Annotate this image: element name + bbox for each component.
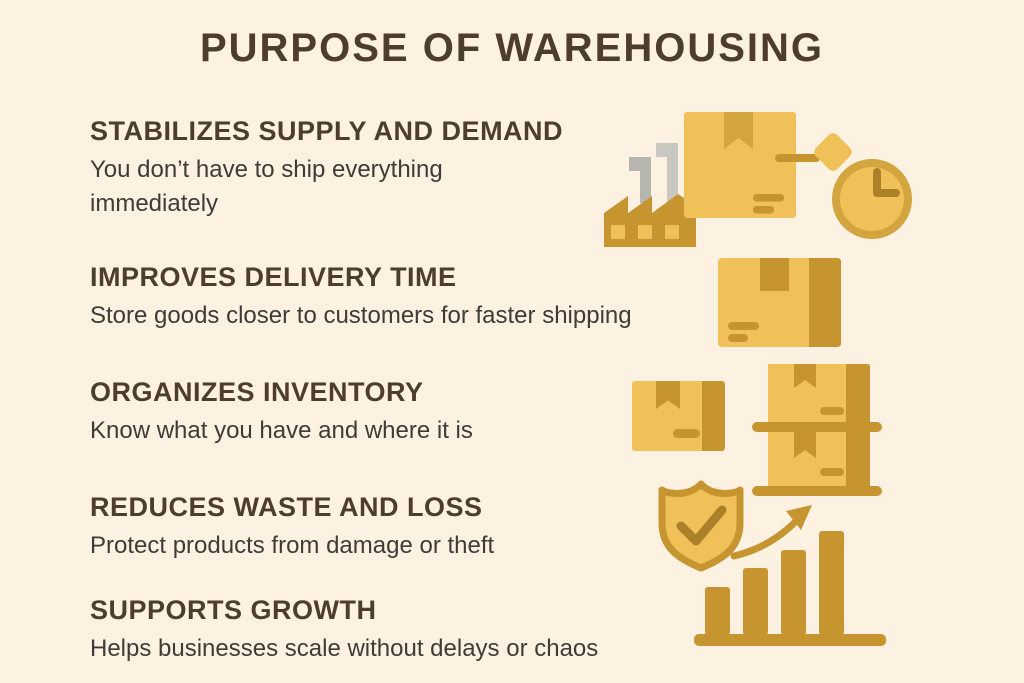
growth-arrow-icon — [730, 505, 812, 560]
section-body: Know what you have and where it is — [90, 417, 473, 445]
shipping-box-icon — [718, 258, 841, 347]
factory-icon — [604, 143, 696, 247]
section-improves: IMPROVES DELIVERY TIME Store goods close… — [90, 261, 632, 333]
section-body: You don’t have to ship everything immedi… — [90, 156, 443, 217]
shipping-box-icon — [684, 112, 796, 218]
section-body: Helps businesses scale without delays or… — [90, 635, 599, 663]
stabilizes-illustration — [604, 112, 912, 247]
section-heading: STABILIZES SUPPLY AND DEMAND — [90, 116, 564, 146]
section-heading: SUPPORTS GROWTH — [90, 595, 377, 625]
organizes-illustration — [632, 364, 882, 496]
shield-check-icon — [658, 480, 744, 572]
section-reduces: REDUCES WASTE AND LOSS Protect products … — [90, 491, 494, 563]
tag-icon — [775, 133, 852, 171]
growth-illustration — [658, 480, 886, 646]
shipping-box-icon — [632, 381, 725, 451]
section-heading: REDUCES WASTE AND LOSS — [90, 492, 483, 522]
clock-icon — [832, 159, 912, 239]
shelved-boxes-icon — [752, 364, 882, 496]
section-body: Protect products from damage or theft — [90, 532, 495, 560]
section-body: Store goods closer to customers for fast… — [90, 302, 632, 330]
bar-chart-icon — [694, 531, 886, 646]
section-heading: IMPROVES DELIVERY TIME — [90, 262, 457, 292]
section-stabilizes: STABILIZES SUPPLY AND DEMAND You don’t h… — [90, 115, 563, 220]
section-organizes: ORGANIZES INVENTORY Know what you have a… — [90, 376, 473, 448]
section-growth: SUPPORTS GROWTH Helps businesses scale w… — [90, 594, 598, 666]
improves-illustration — [718, 258, 841, 347]
page-title: PURPOSE OF WAREHOUSING — [199, 26, 825, 70]
section-heading: ORGANIZES INVENTORY — [90, 377, 424, 407]
